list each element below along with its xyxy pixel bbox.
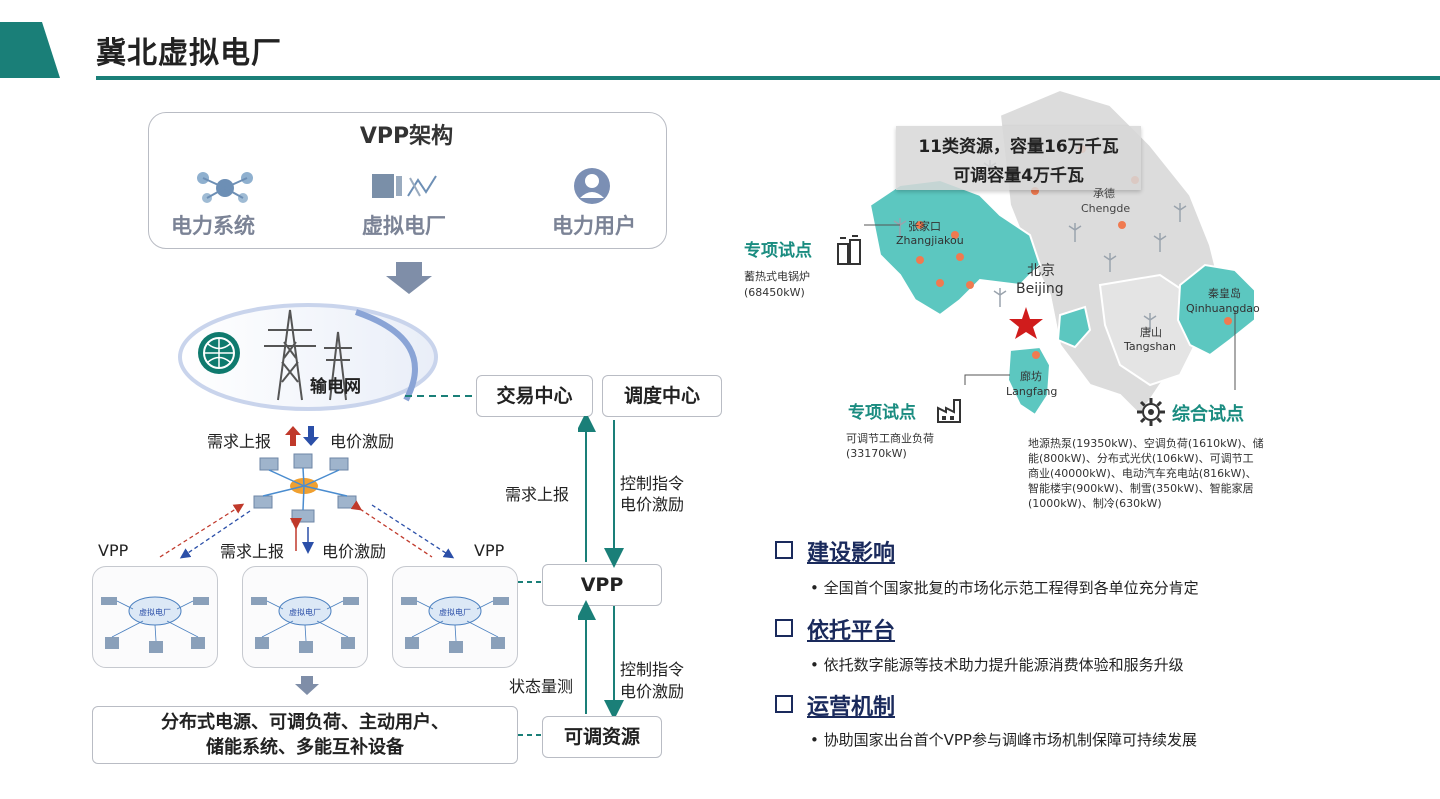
section-1-heading: 建设影响 <box>807 541 896 566</box>
price-incentive-label-mid: 电价激励 <box>322 542 387 561</box>
city-tangshan-en: Tangshan <box>1124 340 1177 353</box>
power-system-icon <box>197 172 253 203</box>
vertical-flow-arrows <box>578 416 624 716</box>
vpp-card-2: 虚拟电厂 <box>242 566 368 668</box>
pilot-3-line-3: 商业(40000kW)、电动汽车充电站(816kW)、 <box>1028 467 1257 480</box>
section-3-bullet-text: 协助国家出台首个VPP参与调峰市场机制保障可持续发展 <box>823 731 1197 749</box>
section-1-checkbox-icon <box>775 541 793 559</box>
resources-connector <box>518 734 544 736</box>
demand-report-label-right: 需求上报 <box>505 485 570 504</box>
vpp-cloud-diagram-icon: 虚拟电厂 <box>401 596 509 653</box>
price-incentive-label-right-1: 电价激励 <box>620 495 685 514</box>
pilot-3-line-5: (1000kW)、制冷(630kW) <box>1028 497 1162 510</box>
title-divider <box>96 76 1440 80</box>
pilot-2-line-1: 可调节工商业负荷 <box>846 432 934 445</box>
vpp-flow-arrows <box>159 500 455 559</box>
pilot-3-details: 地源热泵(19350kW)、空调负荷(1610kW)、储 能(800kW)、分布… <box>1028 436 1298 511</box>
section-2-bullet-text: 依托数字能源等技术助力提升能源消费体验和服务升级 <box>823 656 1184 674</box>
title-accent-bar <box>0 22 60 78</box>
city-qinhuangdao-cn: 秦皇岛 <box>1208 287 1241 300</box>
gear-icon <box>1137 398 1165 426</box>
down-arrow-icon <box>386 262 432 294</box>
boiler-icon <box>837 235 861 265</box>
vpp-item-power-system: 电力系统 <box>171 214 255 238</box>
map-summary-box: 11类资源，容量16万千瓦 可调容量4万千瓦 <box>896 126 1141 190</box>
section-2-bullet: • 依托数字能源等技术助力提升能源消费体验和服务升级 <box>810 656 1184 674</box>
dispatch-center-box: 调度中心 <box>602 375 722 417</box>
vpp-cloud-text: 虚拟电厂 <box>439 607 471 617</box>
user-icon <box>574 168 610 204</box>
vpp-cloud-diagram-icon: 虚拟电厂 <box>101 596 209 653</box>
vpp-box: VPP <box>542 564 662 606</box>
resources-box: 分布式电源、可调负荷、主动用户、 储能系统、多能互补设备 <box>92 706 518 764</box>
pilot-2-title: 专项试点 <box>848 403 916 423</box>
city-chengde-cn: 承德 <box>1093 187 1115 200</box>
grid-oval <box>178 303 438 411</box>
city-beijing-en: Beijing <box>1016 281 1064 297</box>
vpp-cloud-text: 虚拟电厂 <box>139 607 171 617</box>
demand-report-label-top: 需求上报 <box>207 432 272 451</box>
demand-report-label-mid: 需求上报 <box>220 542 285 561</box>
state-grid-logo-icon <box>198 332 240 374</box>
section-3-checkbox-icon <box>775 695 793 713</box>
vpp-label-right: VPP <box>474 541 505 560</box>
map-summary-line-1: 11类资源，容量16万千瓦 <box>918 137 1119 157</box>
pilot-3-line-1: 地源热泵(19350kW)、空调负荷(1610kW)、储 <box>1028 437 1264 450</box>
pilot-1-line-1: 蓄热式电锅炉 <box>744 270 810 283</box>
vpp-cloud-text: 虚拟电厂 <box>289 607 321 617</box>
vpp-card-connector <box>518 581 544 583</box>
section-3-bullet: • 协助国家出台首个VPP参与调峰市场机制保障可持续发展 <box>810 731 1197 749</box>
city-beijing-cn: 北京 <box>1027 263 1055 279</box>
vpp-item-power-user: 电力用户 <box>552 214 636 238</box>
pilot-1-title: 专项试点 <box>744 241 812 261</box>
city-langfang-en: Langfang <box>1006 385 1058 398</box>
city-tangshan-cn: 唐山 <box>1140 326 1162 339</box>
pilot-1-line-2: (68450kW) <box>744 286 805 299</box>
up-down-arrows-icon <box>285 426 319 446</box>
control-cmd-label-2: 控制指令 <box>620 660 685 679</box>
virtual-plant-icon <box>372 174 437 198</box>
section-1-bullet: • 全国首个国家批复的市场化示范工程得到各单位充分肯定 <box>810 579 1199 597</box>
resources-line-2: 储能系统、多能互补设备 <box>206 737 404 758</box>
vpp-architecture-title: VPP架构 <box>359 124 454 149</box>
down-arrow-small-icon <box>295 676 319 695</box>
section-3-heading: 运营机制 <box>807 695 896 720</box>
grid-label: 输电网 <box>310 377 361 397</box>
section-2-heading: 依托平台 <box>807 619 896 644</box>
trade-center-box: 交易中心 <box>476 375 593 417</box>
pilot-3-line-4: 智能楼宇(900kW)、制雪(350kW)、智能家居 <box>1028 482 1254 495</box>
city-zhangjiakou-en: Zhangjiakou <box>896 234 964 247</box>
city-qinhuangdao-en: Qinhuangdao <box>1186 302 1260 315</box>
city-zhangjiakou-cn: 张家口 <box>908 220 941 233</box>
city-chengde-en: Chengde <box>1081 202 1131 215</box>
page-title: 冀北虚拟电厂 <box>96 36 282 71</box>
resources-line-1: 分布式电源、可调负荷、主动用户、 <box>161 712 449 733</box>
transmission-tower-icon <box>264 309 352 401</box>
vpp-item-virtual-plant: 虚拟电厂 <box>362 214 446 238</box>
control-cmd-label-1: 控制指令 <box>620 474 685 493</box>
price-incentive-label-right-2: 电价激励 <box>620 682 685 701</box>
status-measure-label: 状态量测 <box>509 677 574 696</box>
pilot-3-line-2: 能(800kW)、分布式光伏(106kW)、可调节工 <box>1028 452 1254 465</box>
grid-trade-connector <box>405 395 477 397</box>
city-langfang-cn: 廊坊 <box>1020 370 1042 383</box>
vpp-card-3: 虚拟电厂 <box>392 566 518 668</box>
adjustable-resources-box: 可调资源 <box>542 716 662 758</box>
section-1-bullet-text: 全国首个国家批复的市场化示范工程得到各单位充分肯定 <box>823 579 1199 597</box>
factory-icon <box>937 399 961 423</box>
vpp-card-1: 虚拟电厂 <box>92 566 218 668</box>
vpp-label-left: VPP <box>98 541 129 560</box>
pilot-2-line-2: (33170kW) <box>846 447 907 460</box>
pilot-3-title: 综合试点 <box>1172 404 1244 425</box>
vpp-cloud-diagram-icon: 虚拟电厂 <box>251 596 359 653</box>
map-summary-line-2: 可调容量4万千瓦 <box>953 166 1084 186</box>
energy-network-hub-icon <box>253 453 357 523</box>
price-incentive-label-top: 电价激励 <box>330 432 395 451</box>
section-2-checkbox-icon <box>775 619 793 637</box>
